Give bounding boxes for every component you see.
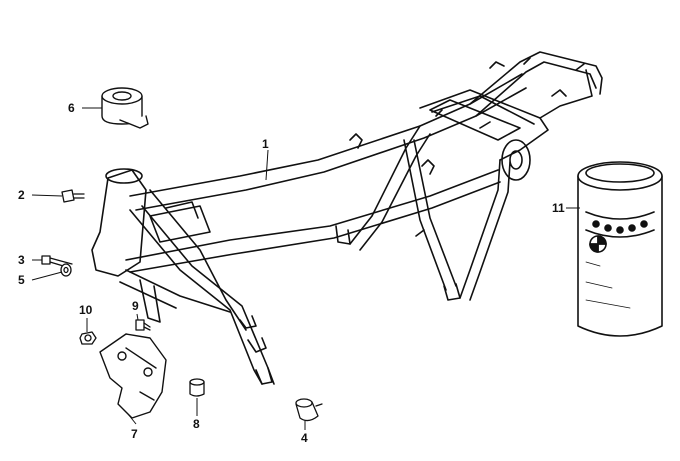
tape-roll-6-icon — [101, 87, 149, 129]
callout-5: 5 — [18, 273, 25, 287]
callout-9: 9 — [132, 299, 139, 313]
callout-10: 10 — [79, 303, 93, 317]
bolt-3-icon — [41, 255, 73, 269]
spray-can-11-icon — [577, 161, 663, 337]
bolt-2-icon — [61, 189, 85, 203]
rubber-mount-4-icon — [295, 398, 323, 422]
leader-lines — [31, 107, 580, 430]
nut-10-icon — [79, 331, 97, 345]
callout-7: 7 — [131, 427, 138, 441]
callout-8: 8 — [193, 417, 200, 431]
bracket-plate-7-icon — [99, 333, 167, 419]
bolt-9-icon — [135, 319, 151, 331]
motorcycle-frame — [91, 51, 603, 385]
callout-2: 2 — [18, 188, 25, 202]
callout-1: 1 — [262, 137, 269, 151]
washer-5-icon — [60, 263, 72, 277]
rubber-bush-8-icon — [189, 378, 205, 397]
callout-6: 6 — [68, 101, 75, 115]
callouts: 1 2 3 4 5 6 7 8 9 10 11 — [18, 101, 565, 445]
callout-3: 3 — [18, 253, 25, 267]
callout-4: 4 — [301, 431, 308, 445]
callout-11: 11 — [552, 201, 565, 215]
